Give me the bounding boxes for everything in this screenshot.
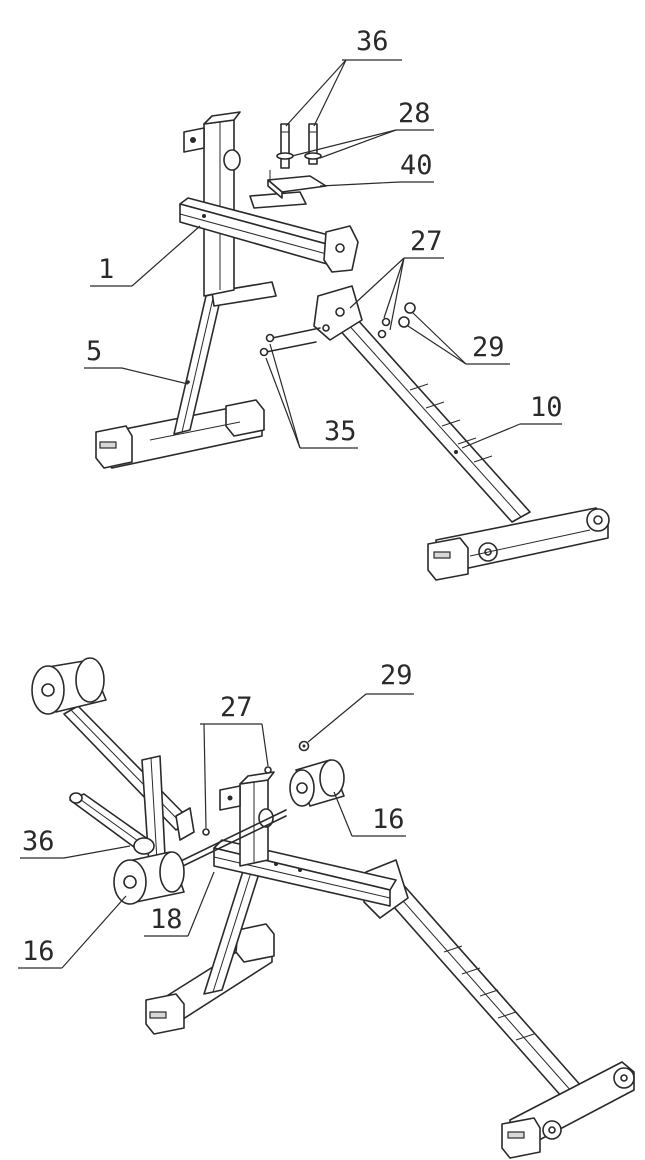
top-roller-pad (31, 657, 107, 715)
upper-leader-lines (84, 59, 562, 449)
lower-rear-leg (363, 859, 591, 1107)
bolts-part-36 (280, 123, 318, 169)
callout-18: 18 (150, 904, 183, 935)
front-roller-part-16-lower (113, 851, 185, 905)
washers-part-28 (276, 152, 322, 160)
detached-arm-part-36 (69, 792, 155, 855)
bolts-part-35 (259, 327, 321, 357)
upper-assembly: 36 28 40 1 27 5 29 35 10 (84, 26, 610, 581)
callout-10: 10 (530, 392, 563, 423)
main-frame-part-1 (179, 191, 359, 273)
rear-leg-part-10 (313, 285, 531, 523)
lower-leader-lines (18, 693, 414, 969)
washers-part-27 (377, 317, 391, 339)
callout-28: 28 (398, 98, 431, 129)
front-roller-part-16-upper (289, 759, 345, 807)
lower-rear-base (501, 1061, 635, 1159)
callout-35: 35 (324, 416, 357, 447)
front-base-foot (95, 399, 265, 469)
lower-nut-part-29 (298, 740, 310, 752)
lower-washers-part-27 (202, 766, 272, 836)
rear-base-with-wheels (427, 507, 610, 581)
callout-1: 1 (98, 254, 114, 285)
callout-27-upper: 27 (410, 226, 443, 257)
callout-36-lower: 36 (22, 826, 55, 857)
callout-29-upper: 29 (472, 332, 505, 363)
lower-assembly: 29 27 16 36 18 16 (18, 657, 635, 1159)
callout-5: 5 (86, 336, 102, 367)
callout-40: 40 (400, 150, 433, 181)
callout-36-upper: 36 (356, 26, 389, 57)
callout-16-left: 16 (22, 936, 55, 967)
nuts-part-29 (398, 302, 416, 328)
callout-16-right: 16 (372, 804, 405, 835)
callout-29-lower: 29 (380, 660, 413, 691)
callout-27-lower: 27 (220, 692, 253, 723)
